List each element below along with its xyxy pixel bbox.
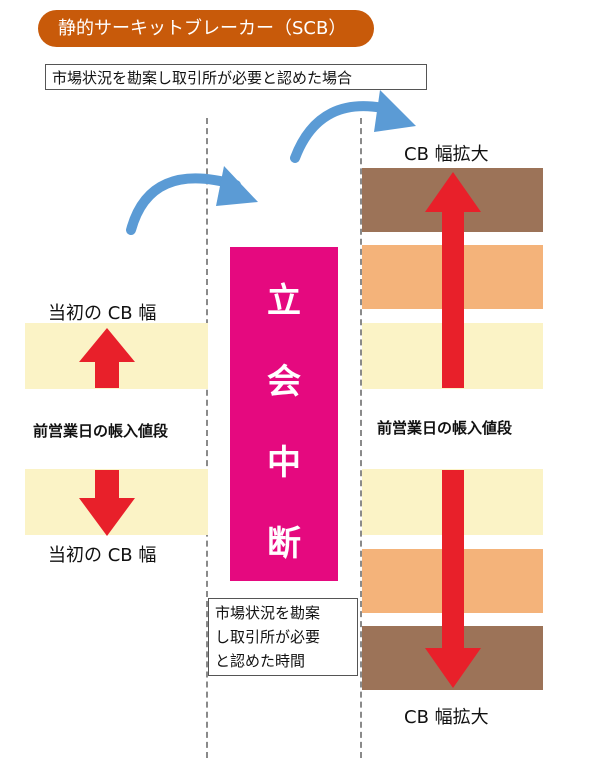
right-top-label: CB 幅拡大 (404, 144, 489, 165)
right-center-label: 前営業日の帳入値段 (377, 419, 513, 437)
curve-arrow-2-icon (290, 101, 397, 163)
halt-char-3: 中 (267, 443, 301, 483)
arrow-up-left-icon (79, 328, 135, 388)
curve-arrow-2-head-icon (374, 90, 416, 132)
left-center-label: 前営業日の帳入値段 (33, 422, 169, 440)
halt-char-1: 立 (267, 281, 301, 321)
halt-char-4: 断 (267, 524, 301, 564)
divider-right (360, 118, 362, 758)
halt-time-line-2: し取引所が必要 (215, 628, 321, 646)
condition-note: 市場状況を勘案し取引所が必要と認めた場合 (45, 64, 427, 90)
halt-time-line-1: 市場状況を勘案 (215, 604, 321, 622)
curve-arrow-1-head-icon (216, 166, 258, 206)
trading-halt-box: 立 会 中 断 (230, 247, 338, 581)
curve-arrow-1-icon (126, 173, 241, 235)
right-bottom-label: CB 幅拡大 (404, 707, 489, 728)
title-pill: 静的サーキットブレーカー（SCB） (38, 10, 374, 47)
halt-time-line-3: と認めた時間 (215, 652, 306, 670)
arrow-up-right-icon (425, 172, 481, 388)
left-top-label: 当初の CB 幅 (48, 303, 157, 324)
left-bottom-label: 当初の CB 幅 (48, 545, 157, 566)
halt-time-note: 市場状況を勘案 し取引所が必要 と認めた時間 (208, 598, 358, 676)
arrow-down-left-icon (79, 470, 135, 536)
halt-char-2: 会 (267, 362, 301, 402)
divider-left (206, 118, 208, 758)
arrow-down-right-icon (425, 470, 481, 688)
